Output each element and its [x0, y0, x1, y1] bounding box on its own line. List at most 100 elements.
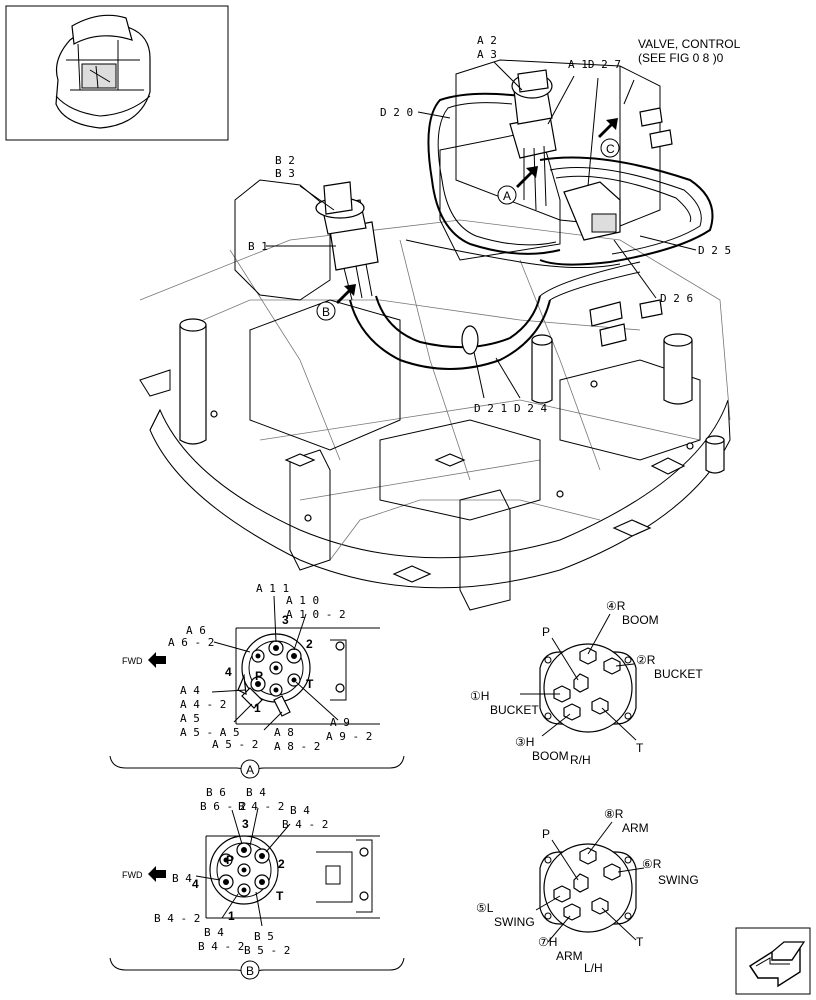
callout-b[interactable]: B — [316, 284, 356, 321]
svg-text:T: T — [276, 889, 284, 903]
label-d20: D 2 0 — [380, 106, 413, 119]
svg-text:④R: ④R — [606, 599, 626, 613]
svg-text:B 5: B 5 — [254, 930, 274, 943]
svg-text:BUCKET: BUCKET — [654, 667, 703, 681]
svg-text:P: P — [542, 827, 550, 841]
svg-text:B 4 - 2: B 4 - 2 — [238, 800, 284, 813]
svg-text:2: 2 — [306, 637, 313, 651]
valve-control-fig-label: (SEE FIG 0 8 )0 — [638, 51, 724, 65]
upper-frame-drawing — [139, 59, 731, 611]
detail-a-caption: A — [246, 763, 254, 777]
detail-b-bracket: B — [109, 957, 405, 980]
svg-text:B 4: B 4 — [204, 926, 224, 939]
svg-text:T: T — [636, 741, 644, 755]
detail-b-leaders — [195, 807, 291, 927]
fwd-arrow-b: FWD — [122, 866, 166, 882]
svg-text:T: T — [306, 677, 314, 691]
detail-a-labels: A 1 1 A 1 0 A 1 0 - 2 A 6 A 6 - 2 A 4 A … — [168, 582, 372, 753]
port-diagram-b — [539, 843, 637, 933]
svg-text:⑤L: ⑤L — [476, 901, 494, 915]
svg-text:B 4: B 4 — [172, 872, 192, 885]
port-diagram-b-leaders — [535, 821, 645, 943]
svg-text:1: 1 — [254, 701, 261, 715]
detail-a-bracket: A — [109, 755, 405, 779]
svg-text:A 1 0: A 1 0 — [286, 594, 319, 607]
svg-text:A 5 - 2: A 5 - 2 — [212, 738, 258, 751]
svg-text:B 6: B 6 — [206, 786, 226, 799]
svg-text:2: 2 — [278, 857, 285, 871]
svg-text:L/H: L/H — [584, 961, 603, 975]
svg-text:A 5 - A 5: A 5 - A 5 — [180, 726, 240, 739]
svg-text:A 4: A 4 — [180, 684, 200, 697]
svg-text:A 1 0 - 2: A 1 0 - 2 — [286, 608, 346, 621]
svg-text:BOOM: BOOM — [532, 749, 569, 763]
fwd-label-b: FWD — [122, 870, 143, 880]
svg-text:3: 3 — [282, 613, 289, 627]
svg-text:②R: ②R — [636, 653, 656, 667]
detail-a-leaders — [211, 595, 339, 731]
svg-text:B 6 - 2: B 6 - 2 — [200, 800, 246, 813]
label-a1d27: A 1D 2 7 — [568, 58, 621, 71]
svg-text:①H: ①H — [470, 689, 489, 703]
main-labels: A 2 A 3 A 1D 2 7 VALVE, CONTROL (SEE FIG… — [248, 34, 741, 415]
svg-text:B 4 - 2: B 4 - 2 — [282, 818, 328, 831]
svg-text:A 6: A 6 — [186, 624, 206, 637]
label-b2: B 2 — [275, 154, 295, 167]
callout-a[interactable]: A — [497, 166, 538, 205]
callout-c[interactable]: C — [598, 118, 620, 158]
svg-text:A 8: A 8 — [274, 726, 294, 739]
port-diagram-b-labels: P ⑧R ARM ⑥R SWING ⑤L SWING ⑦H ARM L/H T — [476, 807, 699, 975]
label-d26: D 2 6 — [660, 292, 693, 305]
svg-text:R/H: R/H — [570, 753, 591, 767]
svg-text:A 9 - 2: A 9 - 2 — [326, 730, 372, 743]
label-b3: B 3 — [275, 167, 295, 180]
svg-text:T: T — [636, 935, 644, 949]
svg-text:A 5: A 5 — [180, 712, 200, 725]
svg-text:B 4: B 4 — [290, 804, 310, 817]
svg-text:ARM: ARM — [622, 821, 649, 835]
fwd-label-a: FWD — [122, 656, 143, 666]
svg-text:B 4 - 2: B 4 - 2 — [198, 940, 244, 953]
svg-text:③H: ③H — [515, 735, 534, 749]
navigation-arrow-icon[interactable] — [735, 927, 811, 995]
leader-lines — [266, 61, 697, 399]
label-b1: B 1 — [248, 240, 268, 253]
fwd-arrow-icon — [148, 652, 166, 668]
svg-text:BOOM: BOOM — [622, 613, 659, 627]
svg-text:BUCKET: BUCKET — [490, 703, 539, 717]
svg-text:SWING: SWING — [658, 873, 699, 887]
svg-text:4: 4 — [225, 665, 232, 679]
label-d24: D 2 4 — [514, 402, 547, 415]
detail-a-view — [235, 627, 380, 725]
svg-text:A 8 - 2: A 8 - 2 — [274, 740, 320, 753]
svg-text:B 5 - 2: B 5 - 2 — [244, 944, 290, 957]
machine-thumbnail-icon[interactable] — [5, 5, 229, 141]
fwd-arrow-a: FWD — [122, 652, 166, 668]
svg-text:P: P — [255, 669, 263, 683]
label-d21: D 2 1 — [474, 402, 507, 415]
fwd-arrow-icon — [148, 866, 166, 882]
svg-text:3: 3 — [242, 817, 249, 831]
svg-text:P: P — [226, 853, 234, 867]
svg-text:A 9: A 9 — [330, 716, 350, 729]
detail-b-labels: B 6 B 6 - 2 B 4 B 4 - 2 B 4 B 4 - 2 B 4 … — [154, 786, 328, 957]
detail-b-caption: B — [246, 964, 254, 978]
svg-text:A 4 - 2: A 4 - 2 — [180, 698, 226, 711]
svg-text:⑦H: ⑦H — [538, 935, 557, 949]
detail-b-view — [205, 835, 380, 919]
svg-text:A 6 - 2: A 6 - 2 — [168, 636, 214, 649]
label-a3: A 3 — [477, 48, 497, 61]
svg-text:1: 1 — [228, 909, 235, 923]
svg-text:B 4 - 2: B 4 - 2 — [154, 912, 200, 925]
svg-text:4: 4 — [192, 877, 199, 891]
svg-text:ARM: ARM — [556, 949, 583, 963]
svg-text:⑥R: ⑥R — [642, 857, 662, 871]
svg-text:B: B — [322, 305, 330, 319]
svg-text:SWING: SWING — [494, 915, 535, 929]
port-diagram-a — [539, 643, 637, 733]
port-diagram-a-leaders — [520, 613, 637, 741]
label-d25: D 2 5 — [698, 244, 731, 257]
svg-text:P: P — [542, 625, 550, 639]
svg-text:A: A — [503, 189, 511, 203]
